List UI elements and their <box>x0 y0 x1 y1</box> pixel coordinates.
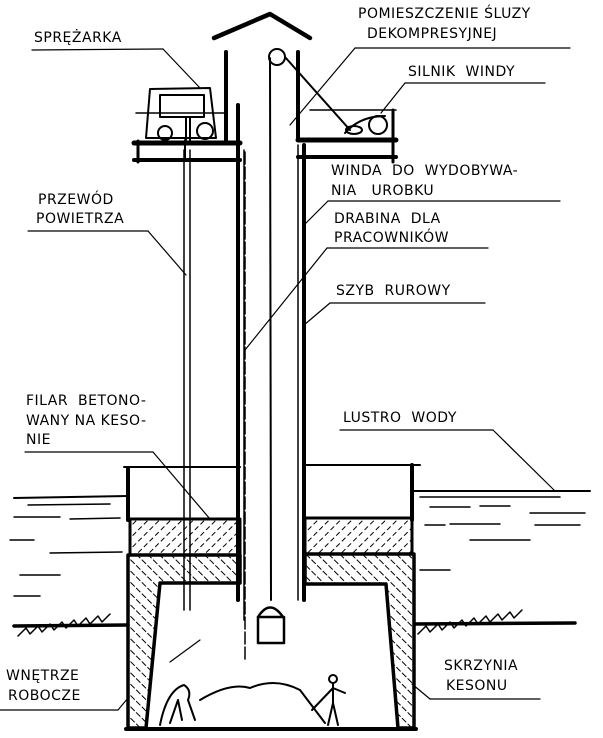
label-tube-shaft: SZYB RUROWY <box>336 283 451 299</box>
caisson-box-right <box>303 552 416 730</box>
label-spoil-lift-line2: NIA UROBKU <box>331 183 435 199</box>
label-air-pipe-line2: POWIETRZA <box>36 211 125 227</box>
label-pillar-line2: WANY NA KESO- <box>26 413 147 429</box>
concrete-pillar-right-upper <box>303 516 414 556</box>
spoil-heap <box>199 682 326 724</box>
lift-cable <box>268 48 351 601</box>
ground-surface <box>12 609 577 637</box>
air-pipe <box>183 149 191 611</box>
label-pillar-line3: NIE <box>26 432 51 448</box>
label-ladder-line2: PRACOWNIKÓW <box>334 230 449 246</box>
water-surface <box>9 490 591 597</box>
cofferdam-walls <box>123 463 421 522</box>
label-spoil-lift-line1: WINDA DO WYDOBYWA- <box>331 163 519 179</box>
spoil-bucket <box>256 606 286 645</box>
compressor <box>135 87 227 141</box>
label-caisson-box-line1: SKRZYNIA <box>444 658 519 674</box>
winch-motor <box>344 115 388 135</box>
platform-right <box>295 108 399 164</box>
worker-figure-right <box>311 674 346 726</box>
label-pillar-line1: FILAR BETONO- <box>26 393 147 409</box>
label-caisson-box-line2: KESONU <box>446 678 508 694</box>
platform-left <box>131 139 243 164</box>
label-compressor: SPRĘŻARKA <box>34 30 122 46</box>
label-working-chamber-line2: ROBOCZE <box>8 688 81 704</box>
label-ladder-line1: DRABINA DLA <box>334 211 441 227</box>
tube-shaft <box>224 50 306 621</box>
worker-figure-left <box>159 684 196 726</box>
label-decompression-lock-line2: DEKOMPRESYJNEJ <box>367 26 498 42</box>
concrete-pillar-left-upper <box>128 517 242 557</box>
label-working-chamber-line1: WNĘTRZE <box>6 668 80 684</box>
label-winch-motor: SILNIK WINDY <box>408 64 516 80</box>
label-air-pipe-line1: PRZEWÓD <box>38 192 114 208</box>
leader-lines <box>0 47 571 711</box>
label-water-level: LUSTRO WODY <box>343 410 457 426</box>
decompression-lock-roof <box>211 11 313 41</box>
label-decompression-lock-line1: POMIESZCZENIE ŚLUZY <box>358 6 531 22</box>
